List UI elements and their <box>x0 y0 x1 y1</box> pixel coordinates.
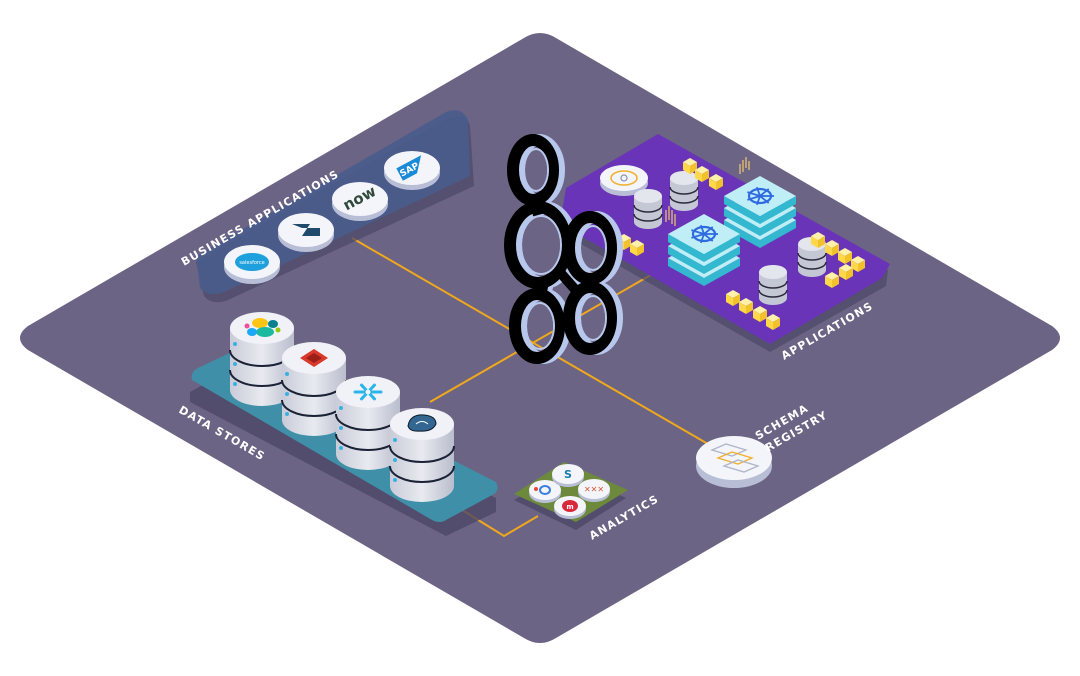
postgresql-icon <box>407 414 437 432</box>
application-database[interactable] <box>633 189 663 229</box>
activity-bars-icon <box>665 157 750 226</box>
cloud-gear-icon <box>610 170 638 186</box>
application-database[interactable] <box>758 265 788 305</box>
business-app-servicenow[interactable]: now <box>332 182 388 221</box>
event-cube-icon <box>838 248 852 264</box>
kafka-ring-inner-edge <box>520 215 562 275</box>
data-studio-icon <box>539 485 551 495</box>
event-cube-icon <box>726 290 740 306</box>
kafka-ring-inner-edge <box>579 225 607 271</box>
splunk-icon: S <box>564 468 572 481</box>
connector-datastores-to-applications <box>429 271 657 403</box>
schema-registry-node[interactable] <box>696 436 772 488</box>
kafka-ring <box>563 281 617 355</box>
event-cube-icon <box>695 166 709 182</box>
applications-group: APPLICATIONS <box>560 134 890 363</box>
business-app-zendesk[interactable] <box>278 213 334 252</box>
analytics-panel <box>514 462 628 522</box>
business-app-sap[interactable]: SAP <box>384 151 440 190</box>
salesforce-text: salesforce <box>239 260 264 266</box>
business-app-salesforce[interactable]: salesforce <box>224 245 280 284</box>
event-cube-icon <box>753 306 767 322</box>
kafka-ring <box>509 288 565 364</box>
analytics-tool-google-data-studio[interactable] <box>529 480 561 503</box>
application-database[interactable] <box>669 171 699 211</box>
analytics-group: S ✕✕✕ m ANALYTICS <box>514 462 661 543</box>
svg-text:m: m <box>566 503 573 511</box>
elastic-icon <box>244 318 281 337</box>
event-cube-icon <box>766 314 780 330</box>
event-cube-icon <box>739 298 753 314</box>
snowflake-icon <box>353 383 383 401</box>
data-store-amazon-redshift[interactable] <box>281 342 347 436</box>
analytics-tool-splunk[interactable]: S <box>552 464 584 487</box>
event-cube-icon <box>811 232 825 248</box>
zendesk-icon <box>292 224 320 236</box>
metabase-icon <box>562 500 578 512</box>
tableau-icon: ✕✕✕ <box>584 485 604 494</box>
kafka-ring <box>507 134 559 206</box>
data-store-postgresql[interactable] <box>389 408 455 502</box>
event-cube-icon <box>825 240 839 256</box>
event-cube-icon <box>709 174 723 190</box>
salesforce-icon <box>235 253 269 271</box>
schema-registry-icon <box>710 443 760 473</box>
analytics-tool-tableau[interactable]: ✕✕✕ <box>578 479 610 502</box>
kubernetes-cluster[interactable] <box>668 214 740 286</box>
kafka-ring-inner-edge <box>579 295 607 341</box>
amazon-redshift-icon <box>300 349 328 367</box>
event-cube-icon <box>683 158 697 174</box>
sap-icon <box>396 155 422 181</box>
kubernetes-helm-icon <box>747 186 774 206</box>
kubernetes-cluster[interactable] <box>724 176 796 248</box>
kubernetes-helm-icon <box>691 224 718 244</box>
data-store-elastic[interactable] <box>229 312 295 406</box>
kafka-ring-inner-edge <box>525 302 555 350</box>
kafka-logo-icon[interactable] <box>504 134 623 364</box>
kafka-ring-inner-edge <box>523 148 549 192</box>
kafka-ring <box>563 211 617 285</box>
analytics-tool-mongodb-charts[interactable]: m <box>554 496 586 519</box>
event-cube-icon <box>630 240 644 256</box>
event-cube-icon <box>825 272 839 288</box>
event-cube-icon <box>839 264 853 280</box>
data-store-snowflake[interactable] <box>335 376 401 470</box>
cloud-service-node[interactable] <box>600 165 648 196</box>
